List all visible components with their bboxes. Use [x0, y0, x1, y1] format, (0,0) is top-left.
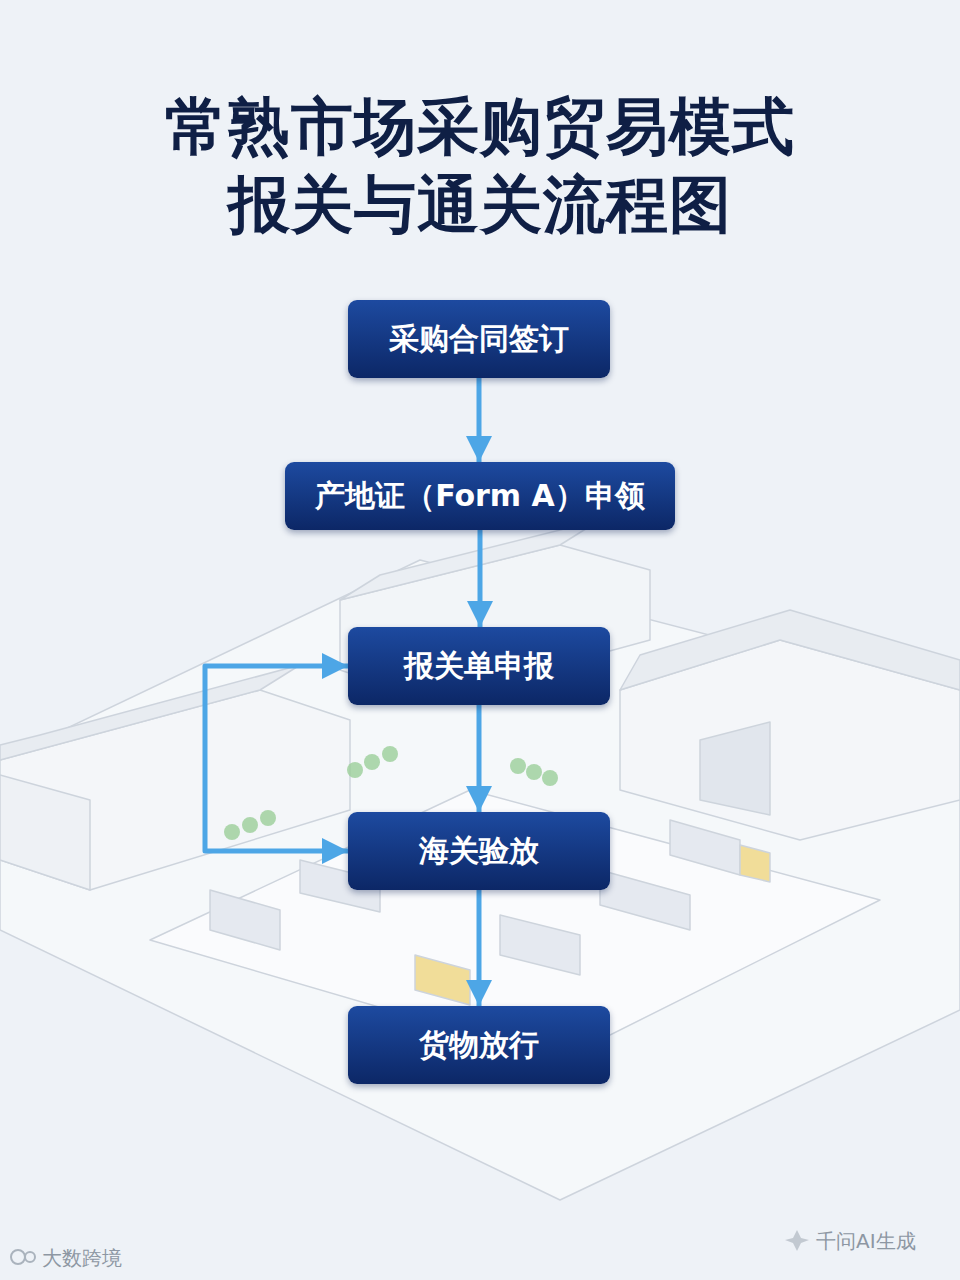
process-box: 报关单申报 — [348, 627, 610, 705]
box-label: 货物放行 — [419, 1025, 539, 1066]
process-box: 货物放行 — [348, 1006, 610, 1084]
process-box: 产地证（Form A）申领 — [285, 462, 675, 530]
flow-arrow — [477, 705, 482, 812]
loop-arrow — [205, 666, 348, 851]
process-box: 采购合同签订 — [348, 300, 610, 378]
box-label: 产地证（Form A）申领 — [315, 476, 645, 517]
sparkle-icon — [785, 1230, 809, 1251]
logo-icon — [11, 1250, 35, 1264]
flow-arrow — [477, 890, 482, 1006]
title: 常熟市场采购贸易模式 报关与通关流程图 — [120, 88, 840, 244]
box-label: 报关单申报 — [404, 646, 554, 687]
watermark: 千问AI生成 — [816, 1228, 916, 1255]
flow-arrow — [478, 530, 483, 627]
watermark: 大数跨境 — [42, 1245, 122, 1272]
box-label: 采购合同签订 — [389, 319, 569, 360]
flow-arrow — [477, 378, 482, 462]
box-label: 海关验放 — [419, 831, 539, 872]
process-box: 海关验放 — [348, 812, 610, 890]
